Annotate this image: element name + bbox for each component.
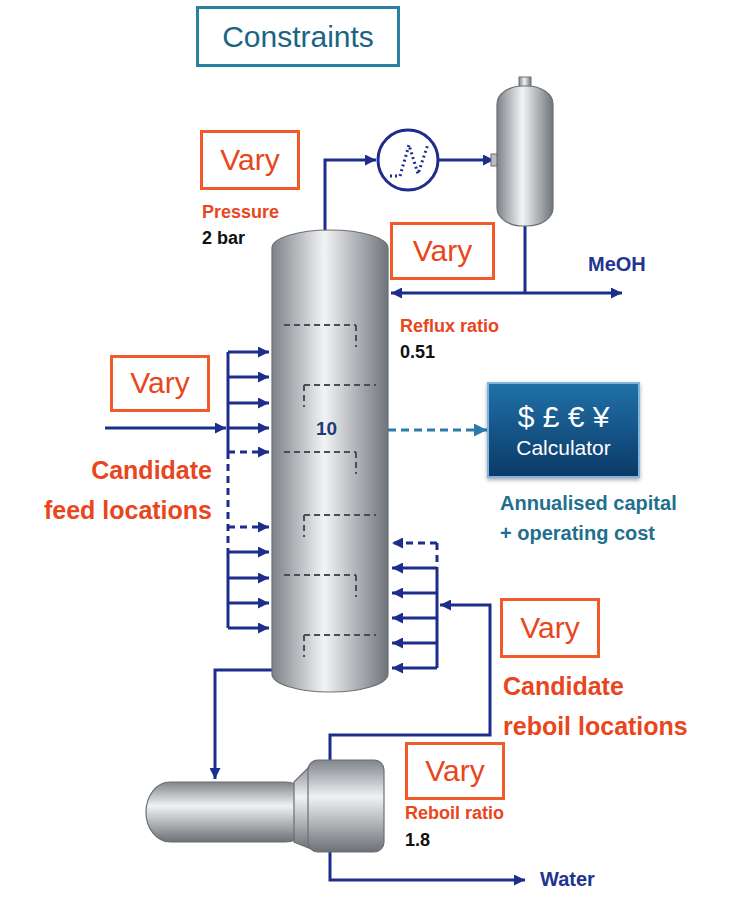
stream-name: Water (540, 867, 595, 891)
reboil-manifold-dashed (436, 543, 439, 568)
kettle-shell (146, 782, 310, 842)
feed-manifold (227, 552, 230, 628)
distillation-column: 10 (272, 230, 388, 692)
condensate-pipe (439, 159, 494, 162)
feed-branch (228, 427, 269, 430)
stream-name: MeOH (588, 252, 646, 276)
vary-box: Vary (390, 222, 495, 280)
vary-label: Vary (220, 143, 279, 178)
parameter-name: Reflux ratio (400, 316, 499, 338)
feed-branch (228, 602, 269, 605)
label-anchor: Water (540, 867, 595, 891)
label-anchor: Pressure (202, 202, 279, 224)
vary-label: Vary (425, 754, 484, 789)
feed-branch-dashed (228, 451, 269, 454)
column-body (272, 230, 388, 692)
kettle-head (308, 760, 384, 852)
objective-note: Annualised capital + operating cost (500, 488, 681, 548)
condenser-circle (378, 130, 438, 190)
feed-branch (228, 627, 269, 630)
parameter-value: 0.51 (400, 342, 435, 364)
parameter-name: Pressure (202, 202, 279, 224)
reflux-pipe (391, 292, 525, 295)
option-note: Candidate feed locations (39, 450, 212, 530)
feed-branch (228, 351, 269, 354)
vary-label: Vary (130, 366, 189, 401)
distillate-pipe (525, 292, 622, 295)
vary-label: Vary (520, 611, 579, 646)
column-tray (304, 635, 376, 657)
column-tray (284, 452, 356, 474)
stage-number: 10 (316, 418, 337, 440)
label-anchor: 2 bar (202, 228, 245, 250)
heading: Constraints (222, 20, 374, 54)
vary-box: Vary (500, 598, 600, 658)
feed-branch (228, 577, 269, 580)
column-tray (304, 515, 376, 537)
reboiler-kettle (146, 760, 384, 852)
feed-pipe (105, 427, 226, 430)
label-anchor: Candidate feed locations (39, 450, 212, 530)
calculator-label: Calculator (516, 435, 611, 461)
vapour-pipe (325, 160, 376, 232)
vary-box: Vary (200, 130, 300, 190)
currency-symbols: $ £ € ¥ (518, 399, 610, 435)
vary-label: Vary (413, 234, 472, 269)
label-anchor: 1.8 (405, 830, 430, 852)
reboil-branch-dashed (392, 542, 437, 545)
heading-frame: Constraints (196, 6, 400, 67)
vary-box: Vary (405, 742, 505, 800)
label-anchor: Annualised capital + operating cost (500, 488, 681, 548)
drum-outlet-pipe (524, 226, 527, 293)
drum-vessel (497, 86, 553, 226)
bottoms-product-pipe (330, 852, 525, 880)
option-note: Candidate reboil locations (503, 666, 692, 746)
feed-manifold-dashed (227, 452, 230, 552)
feed-branch (228, 402, 269, 405)
label-anchor: 0.51 (400, 342, 435, 364)
reboil-branch (392, 642, 437, 645)
condenser-symbol (378, 130, 438, 190)
vary-box: Vary (110, 355, 210, 412)
reboil-branch (392, 592, 437, 595)
reflux-drum (491, 77, 553, 226)
column-tray (284, 575, 356, 597)
feed-branch (228, 551, 269, 554)
bottoms-pipe (215, 670, 274, 779)
condenser-coil (390, 144, 428, 176)
feed-branch-dashed (228, 526, 269, 529)
reboil-branch (392, 667, 437, 670)
parameter-name: Reboil ratio (405, 803, 504, 825)
parameter-value: 1.8 (405, 830, 430, 852)
reboil-branch (392, 567, 437, 570)
column-tray (304, 385, 376, 407)
signal-arrow (388, 429, 487, 432)
label-anchor: Candidate reboil locations (503, 666, 692, 746)
column-shell (272, 230, 388, 692)
label-anchor: MeOH (588, 252, 646, 276)
reboil-branch (392, 617, 437, 620)
feed-branch (228, 376, 269, 379)
label-anchor: Reflux ratio (400, 316, 499, 338)
label-anchor: Reboil ratio (405, 803, 504, 825)
cost-calculator: $ £ € ¥Calculator (487, 382, 640, 478)
column-tray (284, 325, 356, 347)
parameter-value: 2 bar (202, 228, 245, 250)
